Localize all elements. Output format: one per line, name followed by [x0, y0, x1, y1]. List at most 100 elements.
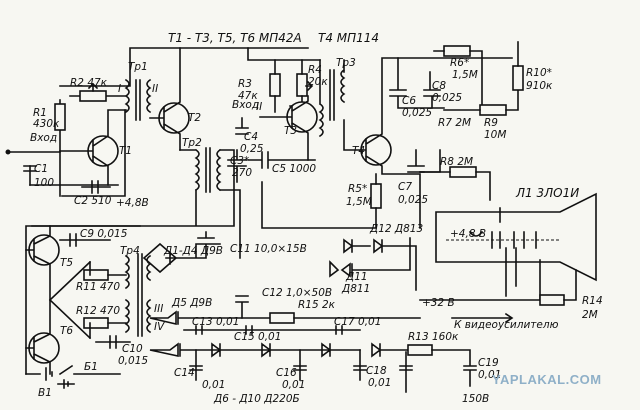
label-c8: С8 — [432, 80, 446, 92]
label-c6: С6 — [402, 95, 416, 107]
label-tr4: Тр4 — [120, 245, 140, 257]
label-c6-val: 0,025 — [402, 107, 432, 119]
stage-t4: Т4 R5* 1,5М С7 0,025 С6 0,025 С8 0,025 R… — [261, 41, 553, 229]
watermark: YAPLAKAL.COM — [492, 372, 602, 387]
label-c19: С19 — [478, 357, 499, 369]
label-c10-val: 0,015 — [118, 355, 148, 367]
label-c1-val: 100 — [34, 177, 54, 189]
label-c3: С3* — [230, 155, 249, 167]
header-transistors-left: Т1 - Т3, Т5, Т6 МП42А — [168, 31, 302, 45]
label-c18: С18 — [366, 365, 387, 377]
label-r4-val: 20к — [308, 76, 328, 88]
label-r2: R2 47к — [70, 77, 108, 89]
label-d11-val: Д811 — [341, 283, 370, 295]
label-t2: Т2 — [188, 112, 201, 124]
label-r14-val: 2М — [582, 309, 598, 321]
label-t4: Т4 — [352, 145, 365, 157]
label-c9: С9 0,015 — [80, 228, 128, 240]
label-r11: R11 470 — [76, 281, 120, 293]
header-transistors-right: Т4 МП114 — [318, 31, 379, 45]
label-r6-val: 1,5М — [452, 69, 478, 81]
label-c17: С17 0,01 — [334, 316, 381, 328]
stage-t1: R1 430к Вход R2 47к I Тр1 II Т1 С1 100 С… — [5, 47, 309, 207]
label-c16: С16 — [276, 367, 297, 379]
label-r10: R10* — [526, 67, 552, 79]
label-tap-iii: III — [154, 303, 163, 315]
label-t6: Т6 — [60, 325, 73, 337]
label-r9: R9 — [484, 117, 498, 129]
resistor-r15 — [269, 312, 295, 324]
resistor-r5 — [370, 183, 382, 209]
label-c11: С11 10,0×15В — [230, 243, 307, 255]
resistor-r12 — [83, 317, 109, 329]
label-c18-val: 0,01 — [368, 377, 391, 389]
resistor-r1 — [54, 103, 66, 131]
label-c7-val: 0,025 — [398, 194, 428, 206]
label-c4-val: 0,25 — [240, 143, 264, 155]
label-r1: R1 — [33, 107, 47, 119]
label-c16-val: 0,01 — [282, 379, 305, 391]
label-plus48-left: +4,8В — [116, 197, 149, 209]
label-c2: С2 510 — [74, 195, 112, 207]
label-r1-val: 430к — [33, 118, 60, 130]
label-r8: R8 2М — [440, 156, 473, 168]
label-r14: R14 — [582, 295, 603, 307]
converter-stage: С9 0,015 Т5 R11 470 R12 470 Т6 С10 0,015… — [25, 197, 149, 399]
label-d11: Д11 — [345, 271, 368, 283]
label-t1: Т1 — [119, 145, 132, 157]
label-r6: R6* — [450, 57, 469, 69]
resistor-r10 — [512, 65, 524, 91]
label-bottom-num: 150В — [462, 393, 489, 405]
label-c7: С7 — [398, 181, 412, 193]
resistor-r13 — [407, 344, 433, 356]
stage-t3: R3 47к R4 20к Вход II Т3 С5 1000 Тр3 — [232, 47, 356, 175]
label-plus32: +32 В — [422, 297, 455, 309]
label-plus48-right: +4,8 В — [450, 228, 486, 240]
label-bat1: Б1 — [84, 361, 98, 373]
label-c4: С4 — [244, 131, 258, 143]
label-input-2: Вход — [232, 99, 259, 111]
label-c13: С13 0,01 — [192, 316, 239, 328]
label-r10-val: 910к — [526, 80, 553, 92]
label-c3-val: 270 — [232, 167, 252, 179]
resistor-r3 — [269, 73, 281, 97]
label-c14-val: 0,01 — [202, 379, 225, 391]
resistor-r2 — [79, 90, 107, 102]
label-l1: Л1 3ЛО1И — [515, 186, 579, 200]
label-to-video-amp: К видеоусилителю — [454, 319, 559, 331]
label-d5: Д5 Д9В — [171, 297, 212, 309]
label-tr2: Тр2 — [182, 137, 202, 149]
label-c14: С14 — [174, 367, 195, 379]
label-t3: Т3 — [284, 125, 297, 137]
label-input-1: Вход — [30, 132, 57, 144]
label-c12: С12 1,0×50В — [262, 287, 332, 299]
label-tap-iv: IV — [154, 321, 165, 333]
label-c10: С10 — [122, 343, 143, 355]
label-r7: R7 2М — [438, 117, 471, 129]
crt-tube: Л1 3ЛО1И +4,8 В — [435, 186, 597, 301]
label-r3: R3 — [238, 78, 252, 90]
resistor-r4 — [296, 73, 308, 97]
label-c5: С5 1000 — [272, 163, 316, 175]
resistor-r9 — [479, 104, 507, 116]
label-b1: В1 — [38, 387, 52, 399]
label-r3-val: 47к — [238, 90, 258, 102]
label-r5-val: 1,5М — [346, 196, 372, 208]
label-c15: С15 0,01 — [234, 331, 281, 343]
label-r4: R4 — [308, 64, 322, 76]
label-tr1-ii: II — [152, 83, 158, 95]
label-r12: R12 470 — [76, 305, 120, 317]
label-d1-d4: Д1-Д4 Д9В — [163, 245, 223, 257]
label-r5: R5* — [348, 183, 367, 195]
label-c19-val: 0,01 — [478, 369, 501, 381]
label-d12: Д12 Д813 — [369, 223, 423, 235]
resistor-r11 — [83, 269, 109, 281]
label-c8-val: 0,025 — [432, 92, 462, 104]
label-input-1-roman: I — [118, 83, 121, 95]
resistor-r8 — [449, 166, 477, 178]
label-t5: Т5 — [60, 257, 73, 269]
power-supply: Д1-Д4 Д9В С11 10,0×15В Д12 Д813 Д11 Д811… — [142, 223, 603, 405]
label-r15: R15 2к — [298, 299, 336, 311]
resistor-r14 — [539, 294, 565, 306]
